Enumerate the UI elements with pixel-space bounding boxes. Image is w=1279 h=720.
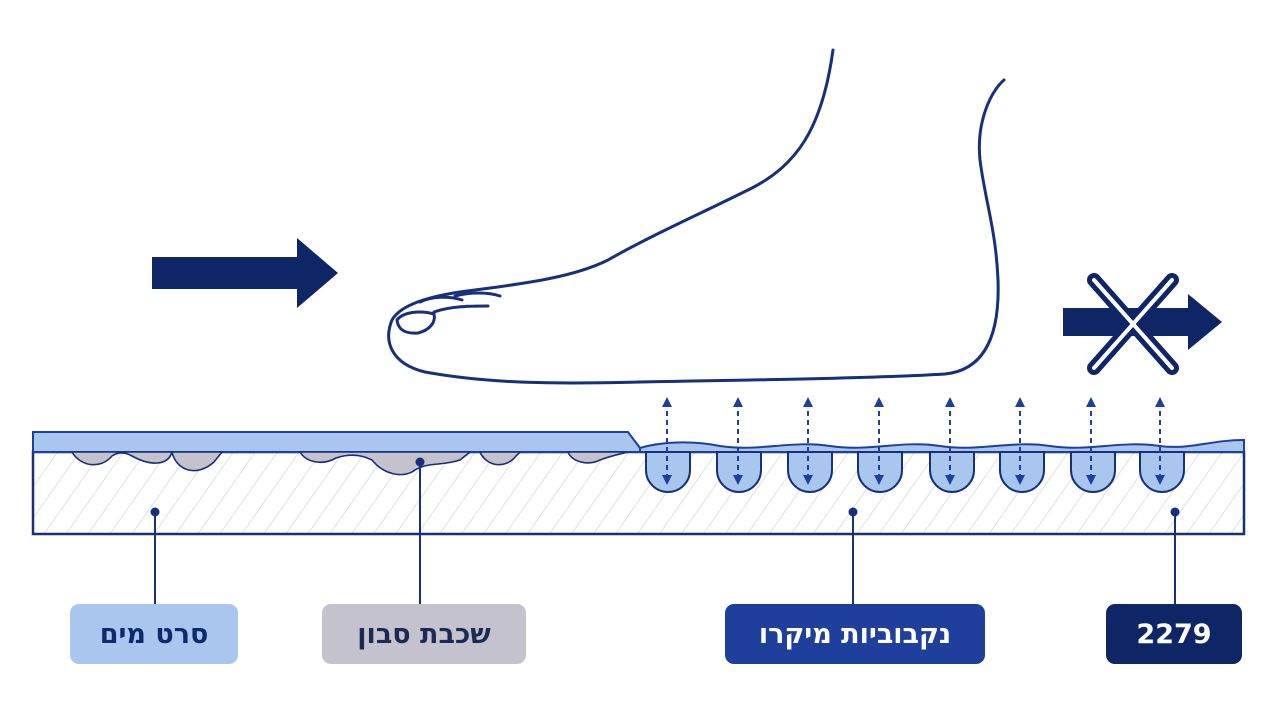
crossed-arrow-icon: [1063, 273, 1222, 375]
soap-layer: [70, 451, 629, 476]
right-arrow-icon: [152, 238, 338, 308]
double-arrow-icon: [662, 397, 1165, 485]
floor-slab: [31, 450, 1246, 536]
water-film-label: סרט מים: [70, 604, 238, 664]
soap-layer-label: שכבת סבון: [322, 604, 526, 664]
micro-pores-label: נקבוביות מיקרו: [725, 604, 985, 664]
foot-icon: [387, 48, 1006, 385]
product-code-label: 2279: [1106, 604, 1242, 664]
leader-lines: [150, 457, 1180, 604]
water-film: [32, 431, 1245, 453]
